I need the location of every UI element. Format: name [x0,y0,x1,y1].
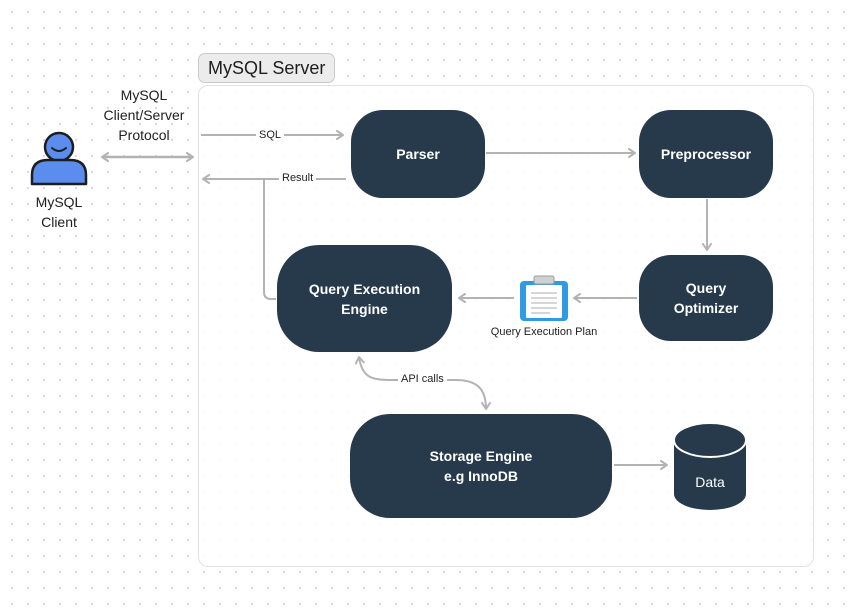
clipboard-icon [520,275,568,321]
storage-label-line1: Storage Engine [429,448,533,464]
query-optimizer-node: Query Optimizer [639,255,773,341]
api-calls-label: API calls [398,373,447,386]
query-execution-engine-node: Query Execution Engine [277,245,452,352]
protocol-label-line2: Client/Server [103,107,185,123]
user-icon [30,131,88,186]
protocol-label-line3: Protocol [118,127,170,143]
database-cylinder-icon [673,422,747,510]
query-execution-plan-label: Query Execution Plan [490,326,598,338]
execution-label-line1: Query Execution [308,280,421,297]
parser-node: Parser [351,110,485,198]
storage-engine-node: Storage Engine e.g InnoDB [350,414,612,518]
parser-label: Parser [396,146,440,162]
preprocessor-node: Preprocessor [639,110,773,198]
protocol-label-line1: MySQL [120,87,168,103]
optimizer-label-line1: Query [685,280,727,296]
data-label: Data [695,474,725,490]
optimizer-label-line2: Optimizer [673,300,739,316]
preprocessor-label: Preprocessor [660,146,752,162]
server-title: MySQL Server [198,53,336,83]
sql-edge-label: SQL [256,129,285,142]
storage-label-line2: e.g InnoDB [444,468,518,484]
edge-execution-result [263,179,276,300]
execution-label-line2: Engine [341,300,388,317]
client-label-line2: Client [41,214,77,230]
client-label-line1: MySQL [35,194,83,210]
result-edge-label: Result [279,172,317,185]
